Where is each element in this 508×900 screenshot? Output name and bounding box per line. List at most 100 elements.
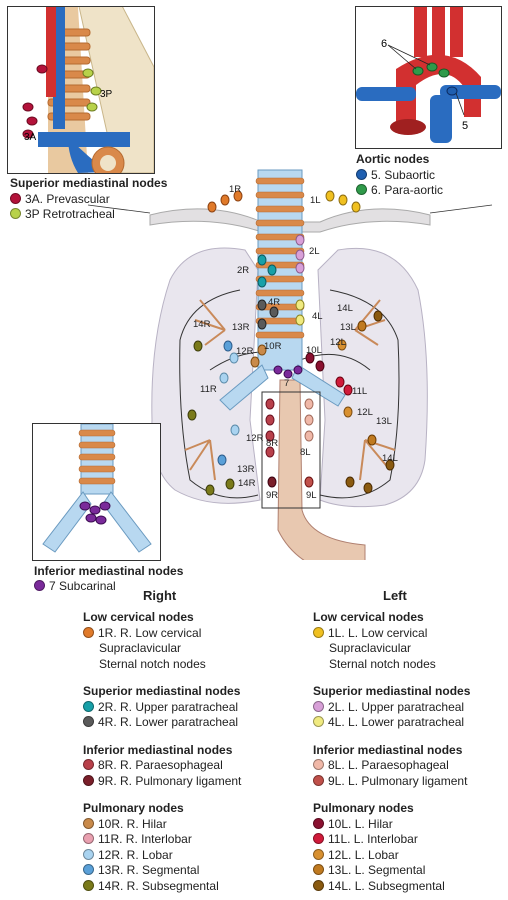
- legend-item-label: 4R. R. Lower paratracheal: [98, 715, 239, 729]
- legend-item: 14L. L. Subsegmental: [313, 879, 445, 894]
- swatch: [313, 848, 324, 860]
- legend-item: 13L. L. Segmental: [313, 863, 425, 878]
- nodes-7: [273, 365, 303, 379]
- node-9r: [267, 476, 277, 488]
- swatch: [313, 833, 324, 844]
- station-label: 9R: [266, 490, 278, 501]
- swatch: [83, 848, 94, 860]
- inferior-inset-title: Inferior mediastinal nodes: [34, 564, 184, 578]
- station-label: 13L: [376, 416, 392, 427]
- nodes-2r: [257, 254, 277, 288]
- nodes-10r: [250, 344, 267, 368]
- legend-group-header: Superior mediastinal nodes: [313, 684, 471, 698]
- station-label: 2L: [309, 246, 320, 257]
- legend-item: 6. Para-aortic: [356, 183, 443, 198]
- swatch: [10, 208, 21, 219]
- swatch: [313, 817, 324, 829]
- legend-group-header: Inferior mediastinal nodes: [313, 742, 463, 757]
- node-9l: [304, 476, 314, 488]
- retrotracheal-nodes: [82, 68, 102, 112]
- legend-item-label: 13L. L. Segmental: [328, 863, 426, 877]
- nodes-4r: [257, 299, 279, 330]
- legend-item-label: 2R. R. Upper paratracheal: [98, 699, 239, 714]
- legend-item: 1L. L. Low cervical: [313, 626, 427, 641]
- swatch: [313, 716, 324, 727]
- legend-item: 8R. R. Paraesophageal: [83, 758, 223, 773]
- inferior-inset-illustration: [42, 424, 152, 553]
- station-label: 7: [284, 378, 289, 389]
- swatch: [313, 626, 324, 638]
- station-label: 2R: [237, 265, 249, 276]
- station-label: 8R: [266, 438, 278, 449]
- station-label: 4L: [312, 311, 323, 322]
- legend-item-label: 14L. L. Subsegmental: [328, 878, 445, 893]
- station-label: 9L: [306, 490, 317, 501]
- legend-item: 1R. R. Low cervical: [83, 626, 201, 641]
- legend-item: 9R. R. Pulmonary ligament: [83, 774, 241, 789]
- nodes-14l: [345, 310, 395, 494]
- legend-item: 9L. L. Pulmonary ligament: [313, 774, 467, 789]
- legend-group-header: Superior mediastinal nodes: [83, 684, 241, 698]
- thorax-diagram: 1R 1L 2L 2R 4R 4L 14R 13R 12R 10R 10L 7 …: [87, 169, 493, 560]
- superior-inset-title: Superior mediastinal nodes: [10, 176, 168, 190]
- right-lung: [151, 247, 261, 504]
- station-label: 1L: [310, 195, 321, 206]
- legend-group-header: Pulmonary nodes: [83, 801, 184, 815]
- label-3p: 3P: [100, 89, 113, 100]
- legend-item: 8L. L. Paraesophageal: [313, 758, 449, 773]
- swatch: [313, 879, 324, 891]
- legend-group-header: Low cervical nodes: [313, 610, 424, 624]
- swatch: [83, 700, 94, 712]
- legend-item: 12L. L. Lobar: [313, 848, 399, 863]
- legend-item-label: 12L. L. Lobar: [328, 847, 399, 862]
- station-label: 13L: [340, 322, 356, 333]
- subaortic-node: [446, 86, 458, 96]
- swatch: [356, 184, 367, 195]
- swatch: [83, 759, 94, 770]
- nodes-12l: [337, 339, 353, 418]
- legend-right-title: Right: [143, 588, 177, 603]
- label-5: 5: [462, 120, 468, 132]
- legend-item: 14R. R. Subsegmental: [83, 879, 219, 894]
- legend-item: 4L. L. Lower paratracheal: [313, 715, 464, 730]
- legend-item: 10L. L. Hilar: [313, 817, 393, 832]
- swatch: [34, 580, 45, 591]
- legend-group-header: Inferior mediastinal nodes: [83, 742, 233, 757]
- legend-item: 2R. R. Upper paratracheal: [83, 700, 238, 715]
- station-label: 1R: [229, 184, 241, 195]
- esophagus: [277, 379, 366, 560]
- swatch: [83, 879, 94, 891]
- legend-item-label: 10R. R. Hilar: [98, 816, 167, 831]
- legend-item-label: 11L. L. Interlobar: [328, 832, 418, 846]
- legend-subitem: Supraclavicular: [329, 641, 412, 655]
- legend-left-title: Left: [383, 588, 407, 603]
- station-label: 4R: [268, 297, 280, 308]
- legend-group-header: Low cervical nodes: [83, 610, 194, 624]
- swatch: [356, 169, 367, 180]
- swatch: [313, 774, 324, 786]
- aortic-inset-title: Aortic nodes: [356, 152, 430, 166]
- station-label: 11R: [200, 384, 217, 395]
- legend-item-label: 1L. L. Low cervical: [328, 625, 428, 640]
- station-label: 8L: [300, 447, 311, 458]
- swatch: [313, 864, 324, 875]
- nodes-1l: [325, 190, 361, 213]
- station-label: 13R: [232, 322, 250, 333]
- clavicle: [149, 208, 431, 233]
- legend-item: 10R. R. Hilar: [83, 817, 167, 832]
- station-label: 11L: [352, 386, 367, 397]
- superior-inset-illustration: 3P 3A: [22, 7, 154, 173]
- station-label: 14L: [337, 303, 353, 314]
- legend-item-label: 8R. R. Paraesophageal: [98, 758, 223, 772]
- legend-subitem: Sternal notch nodes: [99, 656, 206, 671]
- aortic-inset: 6 5: [355, 6, 502, 149]
- station-label: 12R: [246, 433, 264, 444]
- station-label: 13R: [237, 464, 255, 475]
- swatch: [83, 626, 94, 638]
- legend-item: 11R. R. Interlobar: [83, 832, 192, 847]
- legend-subitem: Supraclavicular: [99, 641, 182, 655]
- legend-item: 12R. R. Lobar: [83, 848, 173, 863]
- swatch: [83, 864, 94, 875]
- legend-item-label: 4L. L. Lower paratracheal: [328, 715, 465, 729]
- legend-item: 7 Subcarinal: [34, 579, 116, 594]
